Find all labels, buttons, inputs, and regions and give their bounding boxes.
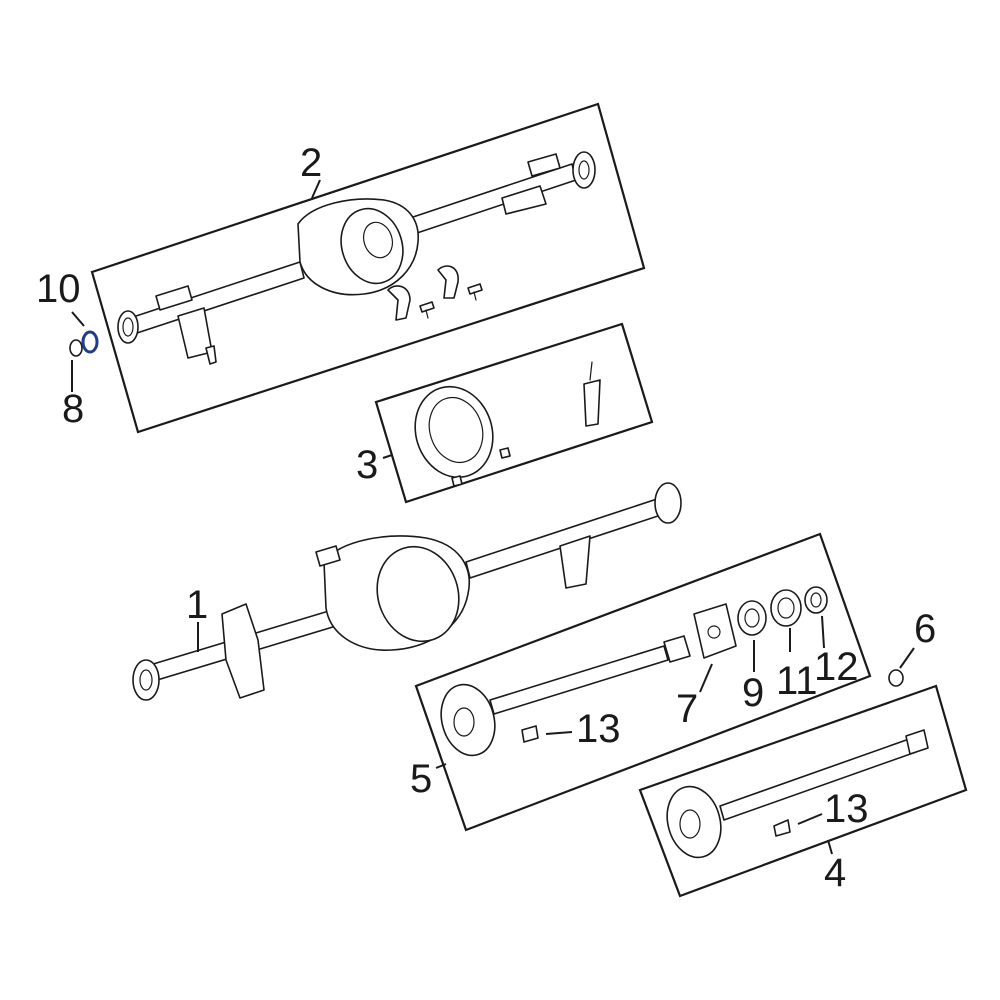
- bearing-cap-left: [387, 285, 411, 321]
- leader-2: [311, 179, 321, 199]
- axle-shaft-4-spline: [905, 729, 929, 755]
- callout-1: 1: [186, 583, 208, 627]
- seal-10-highlighted: [81, 330, 99, 354]
- axle-shaft-5-hub: [453, 707, 475, 737]
- assembly-right-flange: [654, 482, 682, 524]
- fill-plug: [499, 447, 511, 459]
- differential-cover: [414, 385, 494, 479]
- leader-10: [71, 311, 85, 327]
- axle-shaft-5-flange: [440, 683, 496, 757]
- washer-8: [69, 339, 83, 357]
- wheel-stud-4: [773, 819, 791, 837]
- right-axle-tube: [397, 163, 577, 239]
- sealant-tube: [583, 379, 601, 427]
- leader-4: [827, 839, 833, 855]
- callout-2: 2: [300, 141, 322, 185]
- bearing-9: [737, 600, 767, 636]
- assembly-right-bracket: [559, 535, 591, 589]
- assembly-left-bracket: [221, 603, 265, 699]
- leader-6: [899, 647, 915, 669]
- callout-3: 3: [356, 443, 378, 487]
- leader-5: [435, 763, 447, 769]
- callout-9: 9: [742, 671, 764, 715]
- panel-cover-kit: [374, 322, 654, 504]
- left-flange-bore: [122, 317, 134, 337]
- cap-bolt-left: [419, 301, 435, 313]
- callout-10: 10: [36, 267, 81, 311]
- callout-13-lower: 13: [824, 787, 869, 831]
- bearing-cap-right: [437, 265, 459, 299]
- loose-parts: [69, 330, 904, 687]
- cover-inner-ring: [428, 397, 484, 463]
- retainer-plate: [693, 603, 737, 659]
- assembly-left-bore: [139, 669, 153, 691]
- carrier-bearing-bore: [362, 221, 394, 259]
- right-spring-pad: [527, 153, 561, 177]
- left-flange: [117, 310, 139, 344]
- right-shock-bracket: [501, 185, 547, 215]
- callout-8: 8: [62, 387, 84, 431]
- panel-axle-shaft: [638, 684, 968, 898]
- panel-frame-2: [90, 102, 646, 434]
- callout-4: 4: [824, 851, 846, 895]
- bearing-9-bore: [744, 608, 760, 628]
- panel-axle-shaft-kit: [414, 532, 872, 832]
- axle-shaft-4: [719, 737, 917, 821]
- cover-bolt: [451, 475, 463, 487]
- callout-13-upper: 13: [576, 707, 621, 751]
- vent-fitting: [205, 345, 217, 365]
- cap-bolt-shanks: [425, 291, 477, 319]
- axle-assembly: [132, 482, 682, 701]
- callout-11: 11: [776, 659, 818, 703]
- panel-frame-4: [638, 684, 968, 898]
- sealant-nozzle: [589, 361, 593, 381]
- leader-12: [821, 615, 825, 649]
- panel-axle-housing: [90, 102, 646, 434]
- callout-6: 6: [914, 607, 936, 651]
- callout-labels: 2 3 1 5 4 8 10 6 7 9 11 12 13 13: [36, 141, 936, 895]
- panel-frame-5: [414, 532, 872, 832]
- leader-lines: [71, 179, 915, 855]
- right-flange-bore: [578, 160, 590, 180]
- axle-shaft-5: [489, 645, 669, 715]
- axle-shaft-4-flange: [666, 785, 722, 859]
- seal-12: [804, 586, 828, 614]
- bearing-11: [770, 589, 802, 627]
- leader-3: [382, 454, 393, 459]
- leader-7: [699, 663, 713, 693]
- panel-frame-3: [374, 322, 654, 504]
- wheel-stud-5: [521, 725, 539, 743]
- left-spring-pad: [155, 285, 193, 311]
- callout-5: 5: [410, 757, 432, 801]
- right-flange: [572, 151, 596, 189]
- cap-bolt-right: [467, 283, 483, 295]
- callout-7: 7: [676, 687, 698, 731]
- assembly-cover: [376, 545, 460, 643]
- callout-12: 12: [814, 645, 859, 689]
- carrier-opening: [340, 207, 404, 285]
- retainer-plate-hole: [707, 625, 721, 639]
- bearing-11-bore: [777, 597, 795, 619]
- clip-6: [888, 669, 904, 687]
- axle-shaft-5-spline: [663, 635, 691, 663]
- seal-12-bore: [810, 592, 822, 608]
- leader-13a: [545, 731, 573, 735]
- leader-13b: [797, 813, 823, 825]
- axle-shaft-4-hub: [679, 809, 701, 839]
- assembly-vent: [315, 545, 341, 567]
- assembly-left-flange: [132, 659, 160, 701]
